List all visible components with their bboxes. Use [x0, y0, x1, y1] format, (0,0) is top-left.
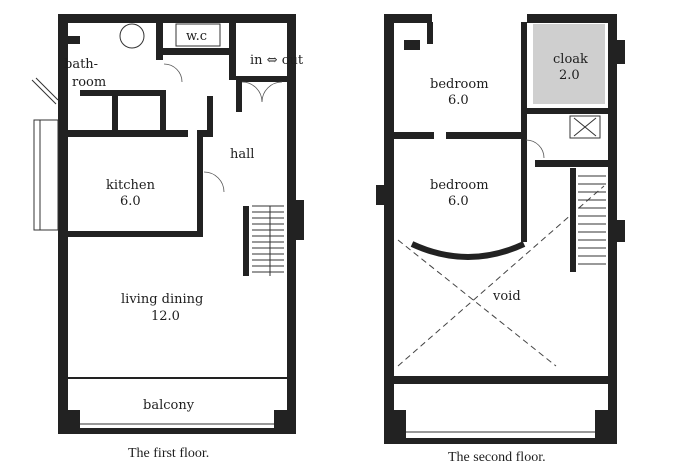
cloak-area: 2.0	[559, 68, 580, 83]
bedroom-2-area: 6.0	[448, 194, 469, 209]
hall-label: hall	[230, 147, 254, 162]
second-floor-stairs	[578, 175, 606, 265]
living-dining-area: 12.0	[151, 309, 180, 324]
bathroom-label: bath-	[64, 57, 98, 72]
kitchen-area: 6.0	[120, 194, 141, 209]
second-floor-caption: The second floor.	[448, 450, 546, 465]
bathroom-label-cont: room	[72, 75, 106, 90]
bedroom-2-label: bedroom	[430, 178, 489, 193]
void-label: void	[492, 289, 521, 304]
second-floor-plan	[376, 14, 625, 444]
bedroom-1-label: bedroom	[430, 77, 489, 92]
entry-label: in ⇔ out	[250, 53, 304, 68]
wc-label: w.c	[186, 29, 207, 44]
cloak-fill	[533, 24, 605, 104]
living-dining-label: living dining	[121, 292, 203, 307]
cloak-label: cloak	[553, 52, 588, 67]
bedroom-1-area: 6.0	[448, 93, 469, 108]
curved-wall	[410, 241, 526, 260]
first-floor-stairs	[252, 205, 284, 276]
kitchen-label: kitchen	[106, 178, 156, 193]
first-floor-plan	[31, 14, 304, 434]
first-floor-caption: The first floor.	[128, 446, 209, 461]
balcony-label: balcony	[143, 398, 195, 413]
